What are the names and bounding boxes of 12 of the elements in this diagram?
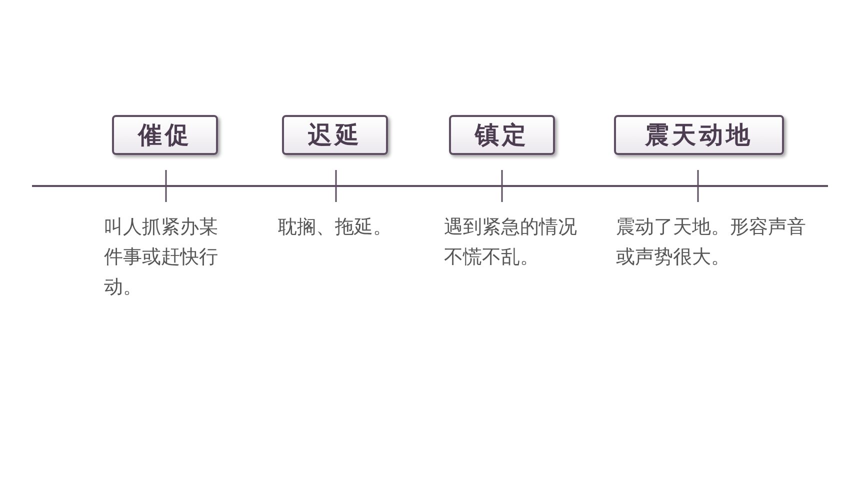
- definition-text: 叫人抓紧办某件事或赶快行动。: [104, 215, 219, 300]
- word-box: [449, 115, 555, 155]
- word-text: 催促: [138, 119, 192, 151]
- word-text: 镇定: [475, 119, 529, 151]
- word-box: [282, 115, 388, 155]
- word-box: [614, 115, 784, 155]
- definition-text: 震动了天地。形容声音或声势很大。: [616, 215, 806, 270]
- definition-text: 耽搁、拖延。: [278, 215, 393, 240]
- word-text: 震天动地: [645, 119, 753, 151]
- word-box: [112, 115, 218, 155]
- definition-text: 遇到紧急的情况不慌不乱。: [444, 215, 578, 270]
- word-text: 迟延: [308, 119, 362, 151]
